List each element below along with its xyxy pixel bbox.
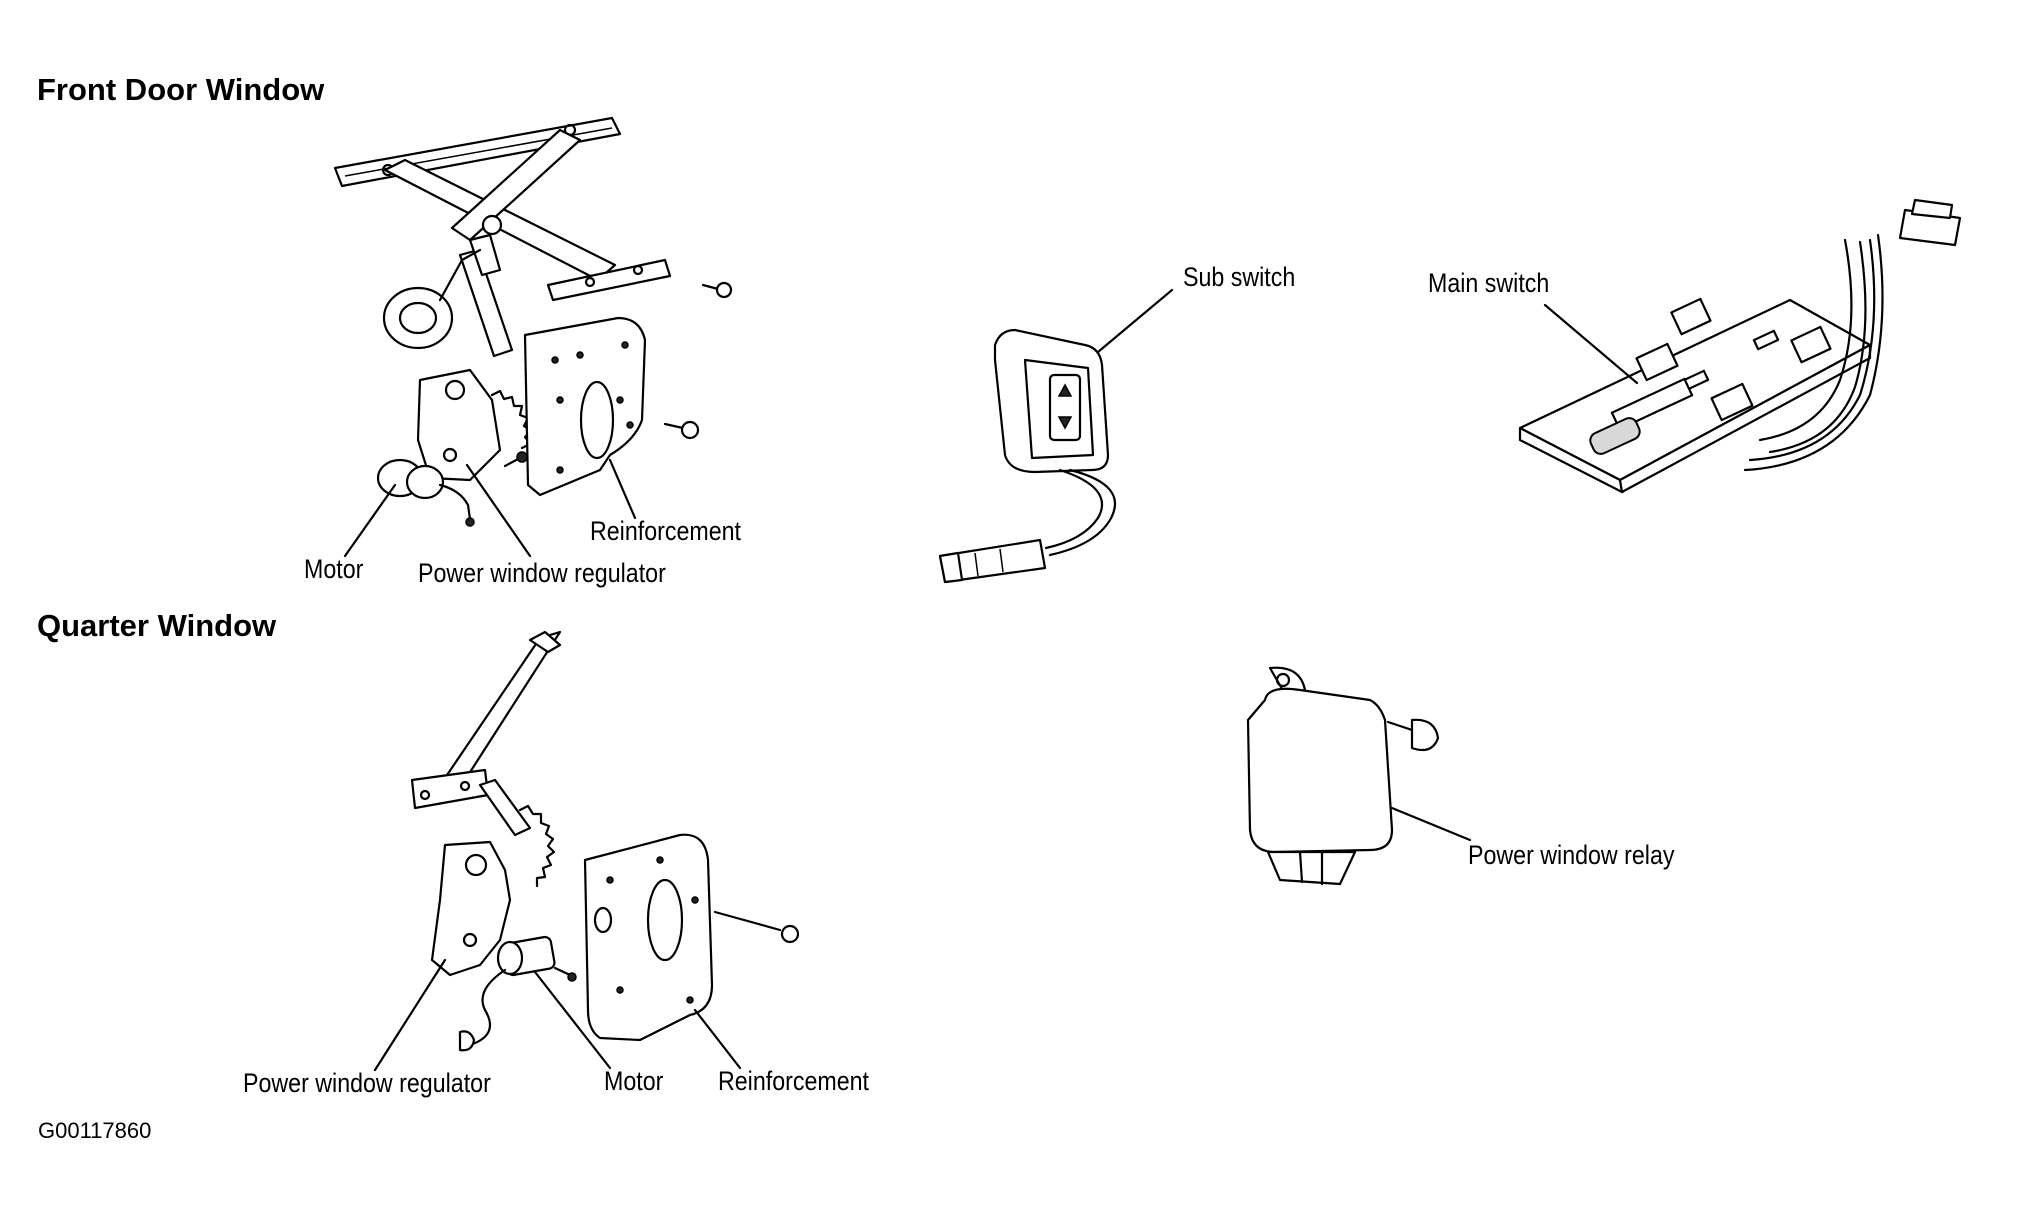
label-front-reinforcement: Reinforcement [590, 516, 742, 546]
label-quarter-motor: Motor [604, 1066, 664, 1096]
heading-quarter-window: Quarter Window [37, 608, 277, 643]
main-switch-illustration [1518, 198, 1962, 494]
label-front-motor: Motor [304, 554, 364, 584]
label-quarter-regulator: Power window regulator [243, 1068, 491, 1098]
label-sub-switch: Sub switch [1183, 262, 1296, 292]
heading-front-door-window: Front Door Window [37, 72, 325, 107]
label-power-window-relay: Power window relay [1468, 840, 1675, 870]
quarter-window-regulator-illustration [373, 630, 800, 1072]
power-window-relay-illustration [1246, 666, 1472, 886]
figure-id: G00117860 [38, 1118, 152, 1143]
sub-switch-illustration [938, 288, 1174, 584]
label-main-switch: Main switch [1428, 268, 1550, 298]
label-front-regulator: Power window regulator [418, 558, 666, 588]
front-door-regulator-illustration [333, 116, 733, 558]
label-quarter-reinforcement: Reinforcement [718, 1066, 870, 1096]
